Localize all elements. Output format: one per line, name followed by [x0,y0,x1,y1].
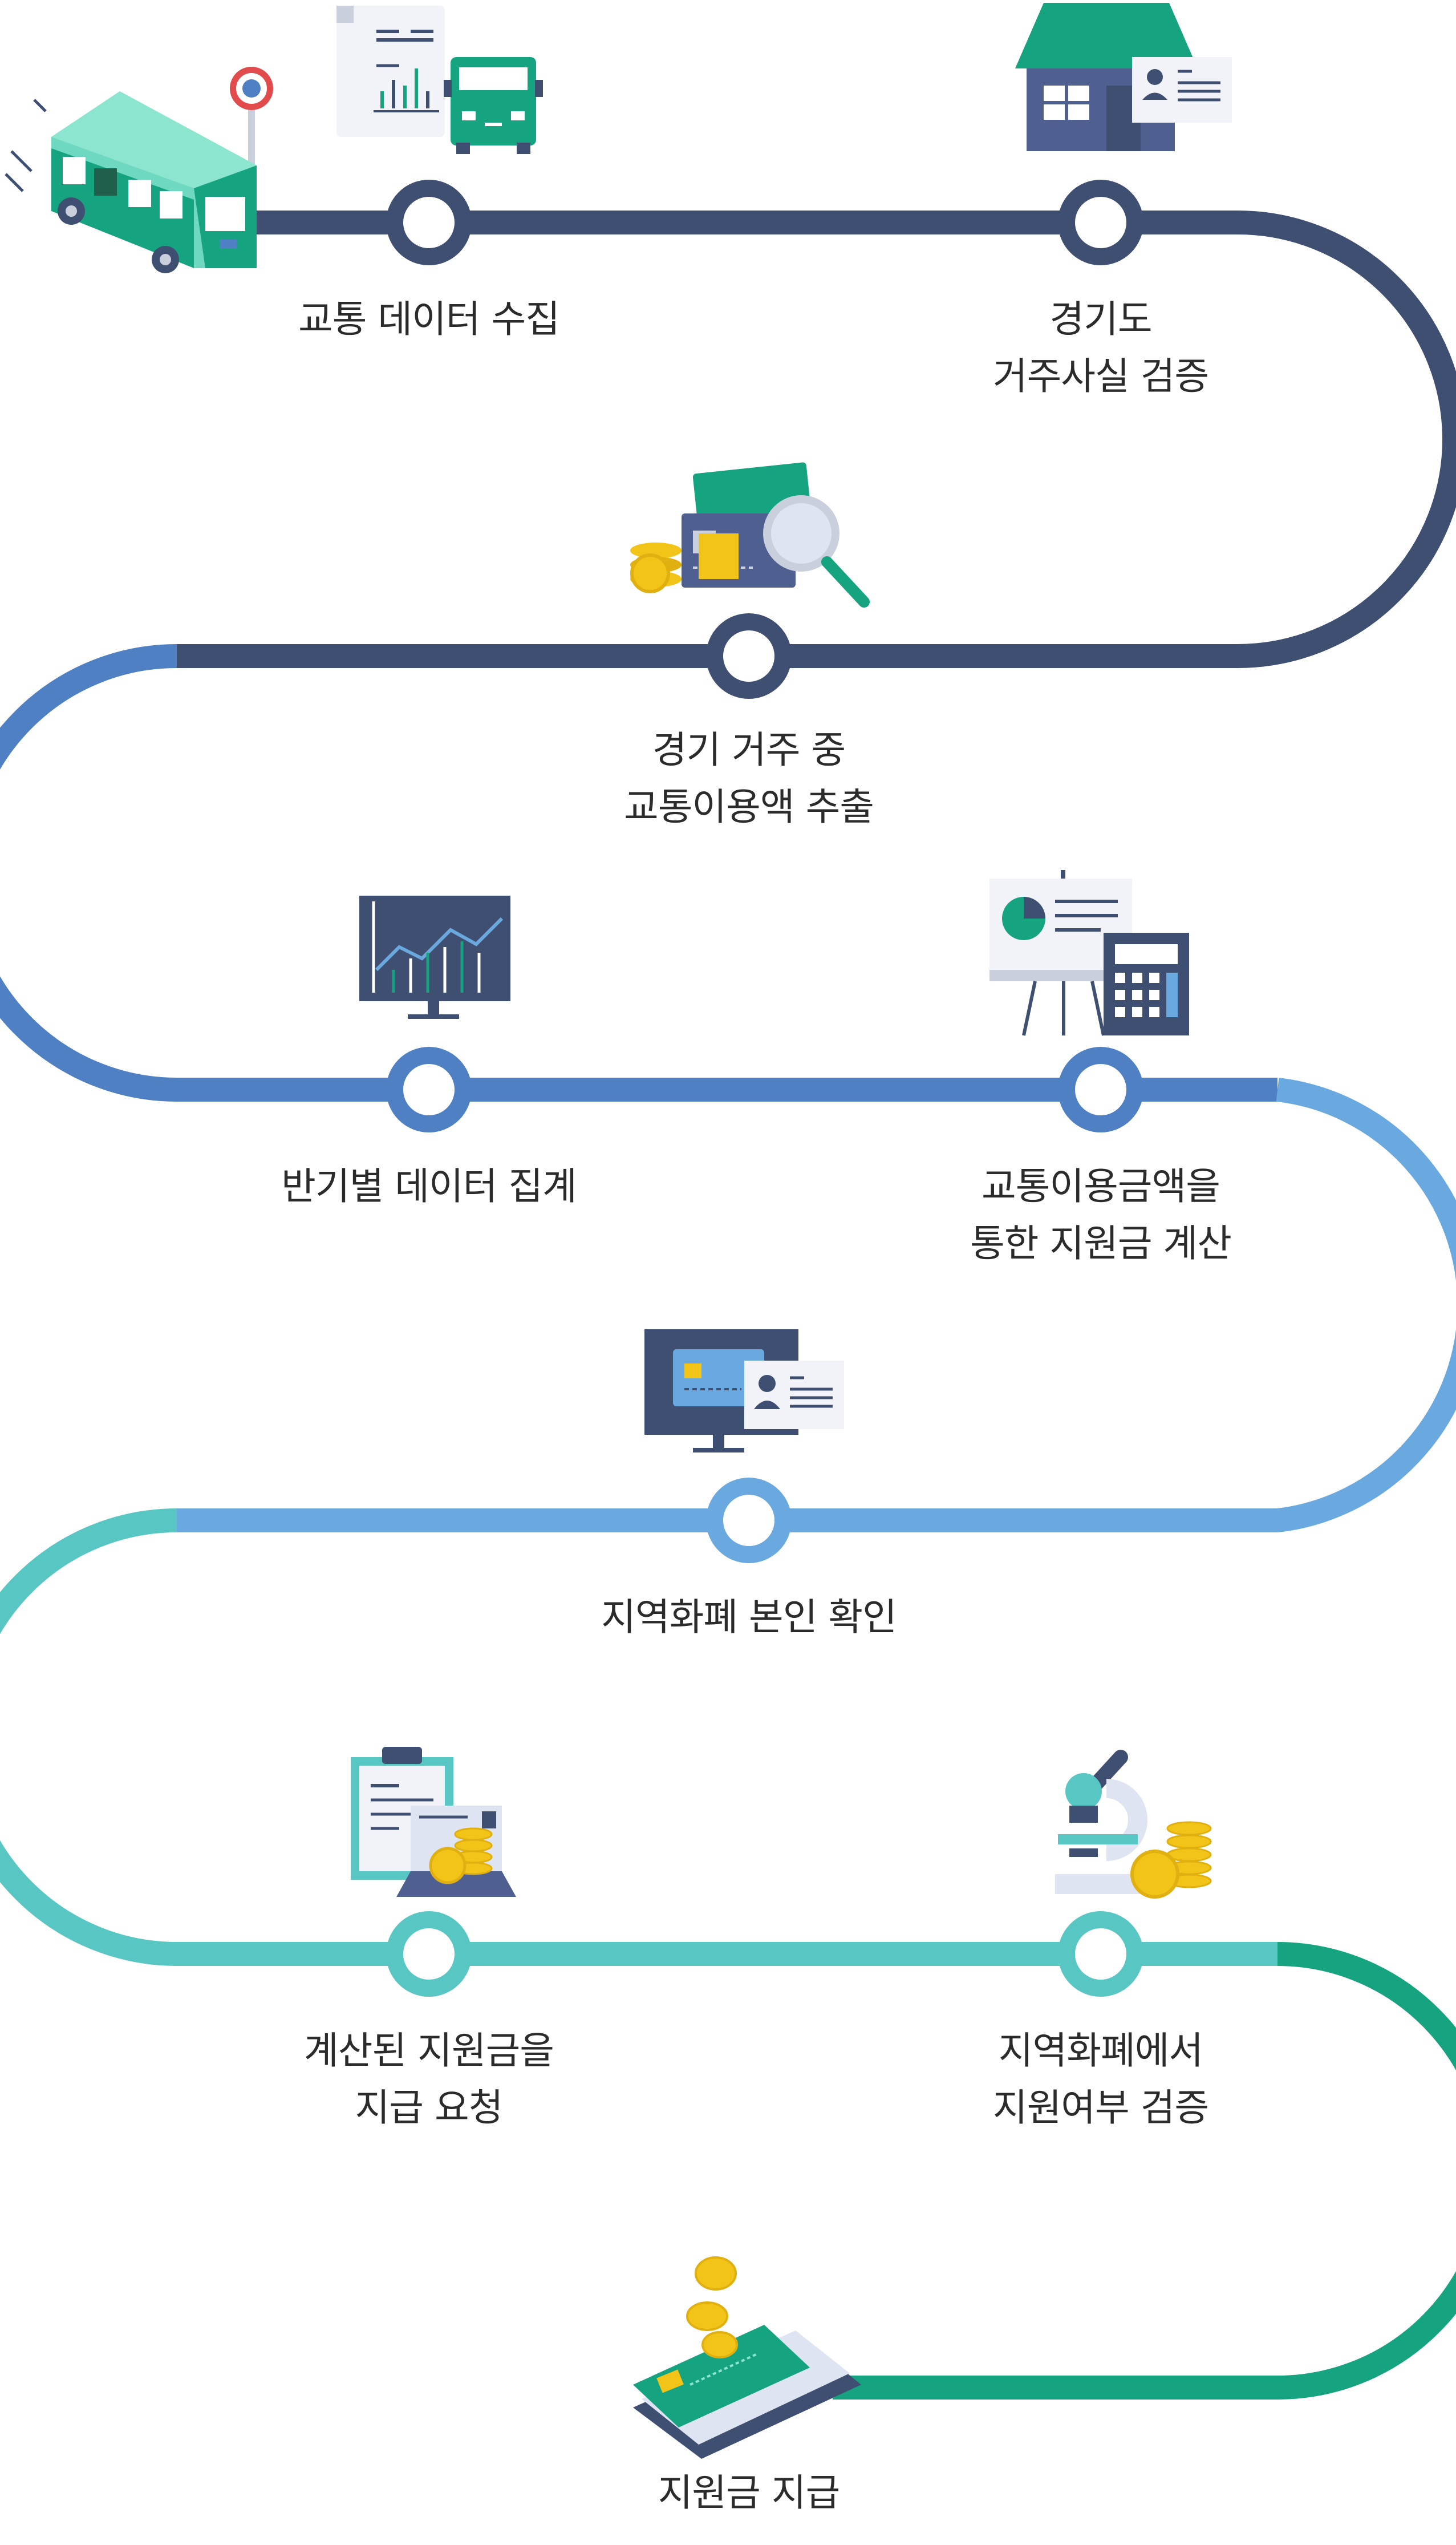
step-label-line: 교통이용금액을 [981,1164,1220,1208]
path-segment-navy [177,211,1456,668]
path-segment-green [833,1942,1456,2400]
step-label-subsidy-calculation: 교통이용금액을 통한 지원금 계산 [867,1158,1335,1272]
flow-path [0,211,1456,2400]
path-segment-light-blue [177,1078,1456,1532]
step-label-eligibility-verification: 지역화폐에서 지원여부 검증 [867,2022,1335,2137]
house-id-icon [1015,3,1232,151]
step-label-line: 지원금 지급 [658,2471,841,2515]
step-label-line: 지원여부 검증 [992,2086,1209,2130]
step-label-subsidy-payment: 지원금 지급 [515,2465,983,2522]
node-local-currency-identity [706,1478,792,1563]
node-subsidy-calculation [1058,1047,1143,1132]
clipboard-coins-icon [351,1747,516,1897]
node-usage-extraction [706,613,792,699]
step-label-payment-request: 계산된 지원금을 지급 요청 [195,2022,663,2137]
step-label-line: 반기별 데이터 집계 [281,1164,577,1208]
card-magnifier-icon [630,462,870,608]
traffic-data-document-icon [336,6,543,154]
path-segment-blue [0,644,1277,1102]
step-label-local-currency-identity: 지역화폐 본인 확인 [515,1589,983,1646]
step-label-line: 교통이용액 추출 [623,785,874,829]
step-label-half-year-aggregation: 반기별 데이터 집계 [195,1158,663,1215]
bus-icon [5,67,273,273]
step-label-line: 계산된 지원금을 [303,2029,554,2073]
phone-card-coins-icon [633,2256,861,2459]
presentation-calculator-icon [989,870,1189,1036]
step-label-line: 거주사실 검증 [992,354,1209,398]
node-residence-verification [1058,180,1143,265]
monitor-chart-icon [359,896,510,1019]
node-half-year-aggregation [386,1047,472,1132]
step-label-line: 통한 지원금 계산 [970,1221,1232,1265]
flow-nodes [386,180,1143,1997]
step-label-line: 지급 요청 [355,2086,504,2130]
step-label-traffic-data-collection: 교통 데이터 수집 [195,291,663,348]
step-label-usage-extraction: 경기 거주 중 교통이용액 추출 [515,722,983,836]
step-label-line: 지역화폐에서 [998,2029,1203,2073]
monitor-id-icon [644,1329,844,1452]
step-label-line: 지역화폐 본인 확인 [601,1595,897,1639]
step-label-line: 교통 데이터 수집 [298,297,560,341]
path-segment-teal [0,1508,1277,1966]
node-traffic-data-collection [386,180,472,265]
step-label-residence-verification: 경기도 거주사실 검증 [867,291,1335,405]
step-label-line: 경기 거주 중 [652,728,846,772]
microscope-coins-icon [1055,1750,1212,1899]
step-label-line: 경기도 [1049,297,1152,341]
node-payment-request [386,1911,472,1997]
node-eligibility-verification [1058,1911,1143,1997]
